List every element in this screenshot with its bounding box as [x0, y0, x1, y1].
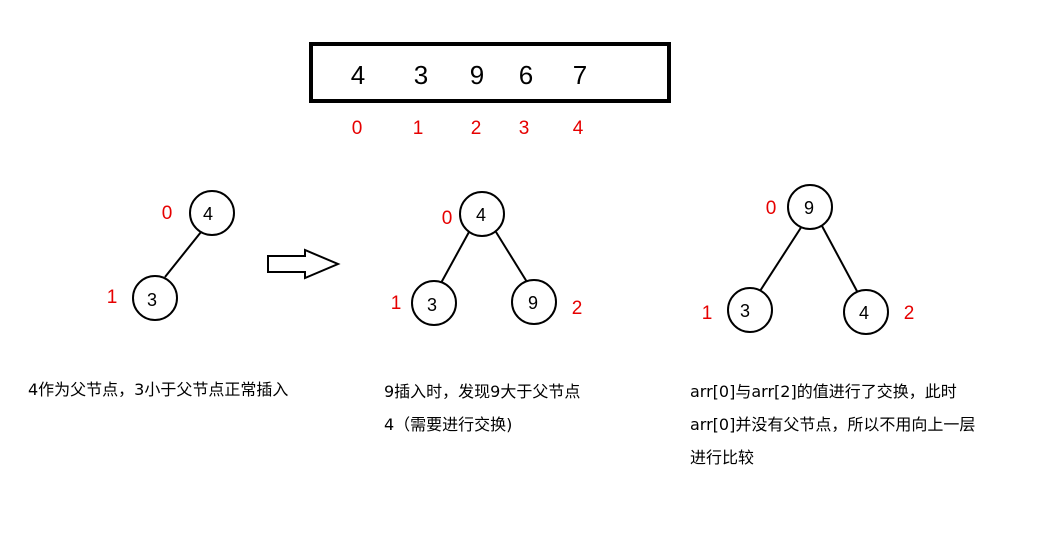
tree-edge: [821, 225, 859, 294]
array-index: 1: [413, 118, 424, 139]
caption-line: 进行比较: [690, 448, 755, 467]
caption-line: 4作为父节点，3小于父节点正常插入: [28, 380, 289, 399]
node-value: 4: [859, 303, 869, 323]
array-value: 4: [351, 60, 365, 90]
tree-node: [132, 275, 178, 321]
tree-node: [727, 287, 773, 333]
caption-line: 4（需要进行交换): [384, 415, 513, 434]
node-index: 2: [904, 303, 915, 324]
caption-line: 9插入时，发现9大于父节点: [384, 382, 581, 401]
array-index: 0: [352, 118, 363, 139]
tree-edge: [495, 231, 528, 283]
array-value: 3: [414, 60, 428, 90]
array-box: [309, 42, 671, 103]
tree-node: [511, 279, 557, 325]
node-value: 4: [476, 205, 486, 225]
array-value: 7: [573, 60, 587, 90]
tree-node: [189, 190, 235, 236]
caption-step2: 9插入时，发现9大于父节点 4（需要进行交换): [384, 375, 580, 441]
node-value: 9: [528, 293, 538, 313]
node-index: 0: [766, 198, 777, 219]
node-value: 3: [427, 295, 437, 315]
tree-edge: [759, 225, 803, 292]
tree-edge: [440, 231, 470, 284]
node-index: 1: [391, 293, 402, 314]
caption-step3: arr[0]与arr[2]的值进行了交换，此时 arr[0]并没有父节点，所以不…: [690, 375, 975, 474]
node-value: 9: [804, 198, 814, 218]
array-value: 9: [470, 60, 484, 90]
tree-step1: 4 0 3 1: [107, 190, 235, 321]
array-index: 4: [573, 118, 584, 139]
tree-node: [843, 289, 889, 335]
node-index: 1: [107, 287, 118, 308]
node-index: 0: [442, 208, 453, 229]
right-arrow-icon: [267, 248, 341, 280]
tree-node: [411, 280, 457, 326]
node-value: 4: [203, 204, 213, 224]
node-index: 2: [572, 298, 583, 319]
array-value: 6: [519, 60, 533, 90]
node-index: 1: [702, 303, 713, 324]
array-index: 3: [519, 118, 530, 139]
caption-line: arr[0]并没有父节点，所以不用向上一层: [690, 415, 976, 434]
node-value: 3: [740, 301, 750, 321]
tree-edge: [164, 231, 202, 278]
tree-node: [787, 184, 833, 230]
array-index: 2: [471, 118, 482, 139]
tree-step3: 9 0 3 1 4 2: [702, 184, 915, 335]
caption-step1: 4作为父节点，3小于父节点正常插入: [28, 373, 288, 406]
tree-node: [459, 191, 505, 237]
node-value: 3: [147, 290, 157, 310]
caption-line: arr[0]与arr[2]的值进行了交换，此时: [690, 382, 957, 401]
node-index: 0: [162, 203, 173, 224]
tree-step2: 4 0 3 1 9 2: [391, 191, 583, 326]
